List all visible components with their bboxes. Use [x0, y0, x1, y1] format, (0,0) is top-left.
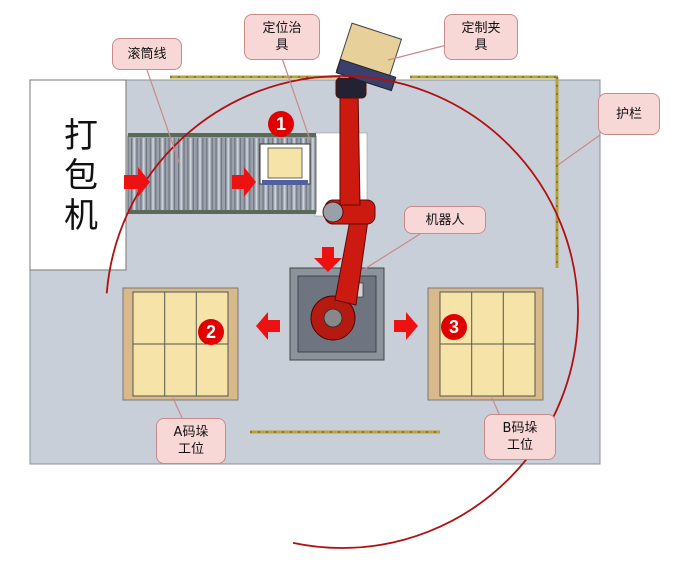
conveyor-roller	[309, 138, 317, 210]
callout-fixture: 定位治 具	[244, 14, 320, 60]
arrow-to-station-b	[394, 312, 418, 340]
robot-base	[289, 267, 385, 361]
arrow-down-robot	[314, 247, 342, 272]
conveyor-roller	[168, 138, 176, 210]
step-badge-3: 3	[441, 314, 467, 340]
callout-conveyor: 滚筒线	[112, 38, 182, 70]
conveyor-roller	[215, 138, 223, 210]
callout-gripper: 定制夹 具	[444, 14, 518, 60]
arrow-into-conveyor	[124, 167, 150, 197]
packer-label: 打包机	[57, 117, 98, 237]
robot-arm	[322, 77, 376, 306]
conveyor-roller	[253, 138, 260, 210]
conveyor-roller	[234, 138, 241, 210]
arrow-on-conveyor	[232, 167, 256, 197]
callout-robot: 机器人	[404, 206, 486, 234]
conveyor-roller	[187, 138, 194, 210]
step-badge-1: 1	[268, 111, 294, 137]
pallet-a	[122, 287, 239, 401]
arrow-to-station-a	[256, 312, 280, 340]
conveyor-roller	[196, 138, 204, 210]
gripper-tool	[335, 22, 403, 92]
conveyor-roller	[206, 138, 213, 210]
flow-arrows	[124, 167, 418, 340]
conveyor-roller	[140, 138, 147, 210]
conveyor-roller	[149, 138, 157, 210]
packer-machine	[29, 79, 127, 271]
robot-reach-circle	[105, 75, 579, 549]
callout-guardrail: 护栏	[598, 93, 660, 135]
callout-station-a: A码垛 工位	[156, 418, 226, 464]
callout-station-b: B码垛 工位	[484, 414, 556, 460]
conveyor-roller	[159, 138, 166, 210]
conveyor-roller	[131, 138, 138, 210]
pallet-b	[427, 287, 544, 401]
step-badge-2: 2	[198, 319, 224, 345]
conveyor-roller	[178, 138, 185, 210]
conveyor-roller	[225, 138, 232, 210]
